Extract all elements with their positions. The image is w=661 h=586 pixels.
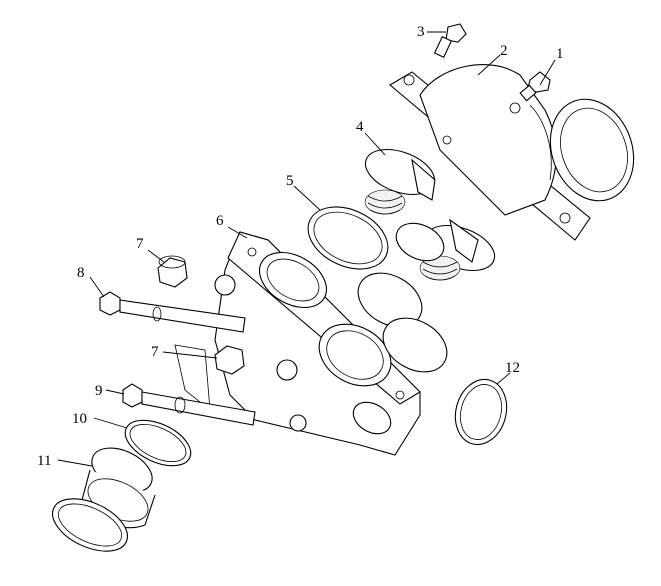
callout-label-7-lower: 7 bbox=[151, 344, 159, 360]
part-12-seal-ring bbox=[454, 378, 508, 446]
part-10-seal-ring bbox=[124, 419, 192, 467]
callout-label-5: 5 bbox=[286, 173, 294, 189]
callout-label-8: 8 bbox=[77, 265, 85, 281]
part-7-plug-upper bbox=[157, 255, 188, 288]
part-8-long-bolt bbox=[99, 291, 246, 333]
part-7-plug-lower bbox=[214, 345, 245, 375]
part-3-bolt bbox=[433, 23, 467, 59]
part-9-bolt bbox=[122, 383, 256, 426]
callout-label-1: 1 bbox=[556, 46, 564, 62]
callout-label-3: 3 bbox=[417, 24, 425, 40]
part-2-housing-cover bbox=[389, 64, 635, 241]
callout-label-4: 4 bbox=[356, 119, 364, 135]
callout-labels: 1 2 3 4 5 6 7 7 8 9 10 11 12 bbox=[37, 24, 564, 469]
part-4-thermostat-upper bbox=[364, 148, 436, 215]
leader-lines bbox=[57, 31, 556, 467]
callout-label-2: 2 bbox=[500, 43, 508, 59]
part-4-thermostat-lower bbox=[419, 218, 496, 281]
callout-label-9: 9 bbox=[95, 383, 103, 399]
callout-label-6: 6 bbox=[216, 213, 224, 229]
part-5-seal-rings bbox=[307, 206, 445, 270]
callout-label-11: 11 bbox=[37, 453, 51, 469]
callout-label-12: 12 bbox=[505, 360, 520, 376]
part-11-pipe-fitting bbox=[52, 447, 156, 552]
callout-label-10: 10 bbox=[72, 411, 87, 427]
callout-label-7-upper: 7 bbox=[136, 236, 144, 252]
part-6-main-housing bbox=[174, 231, 448, 456]
